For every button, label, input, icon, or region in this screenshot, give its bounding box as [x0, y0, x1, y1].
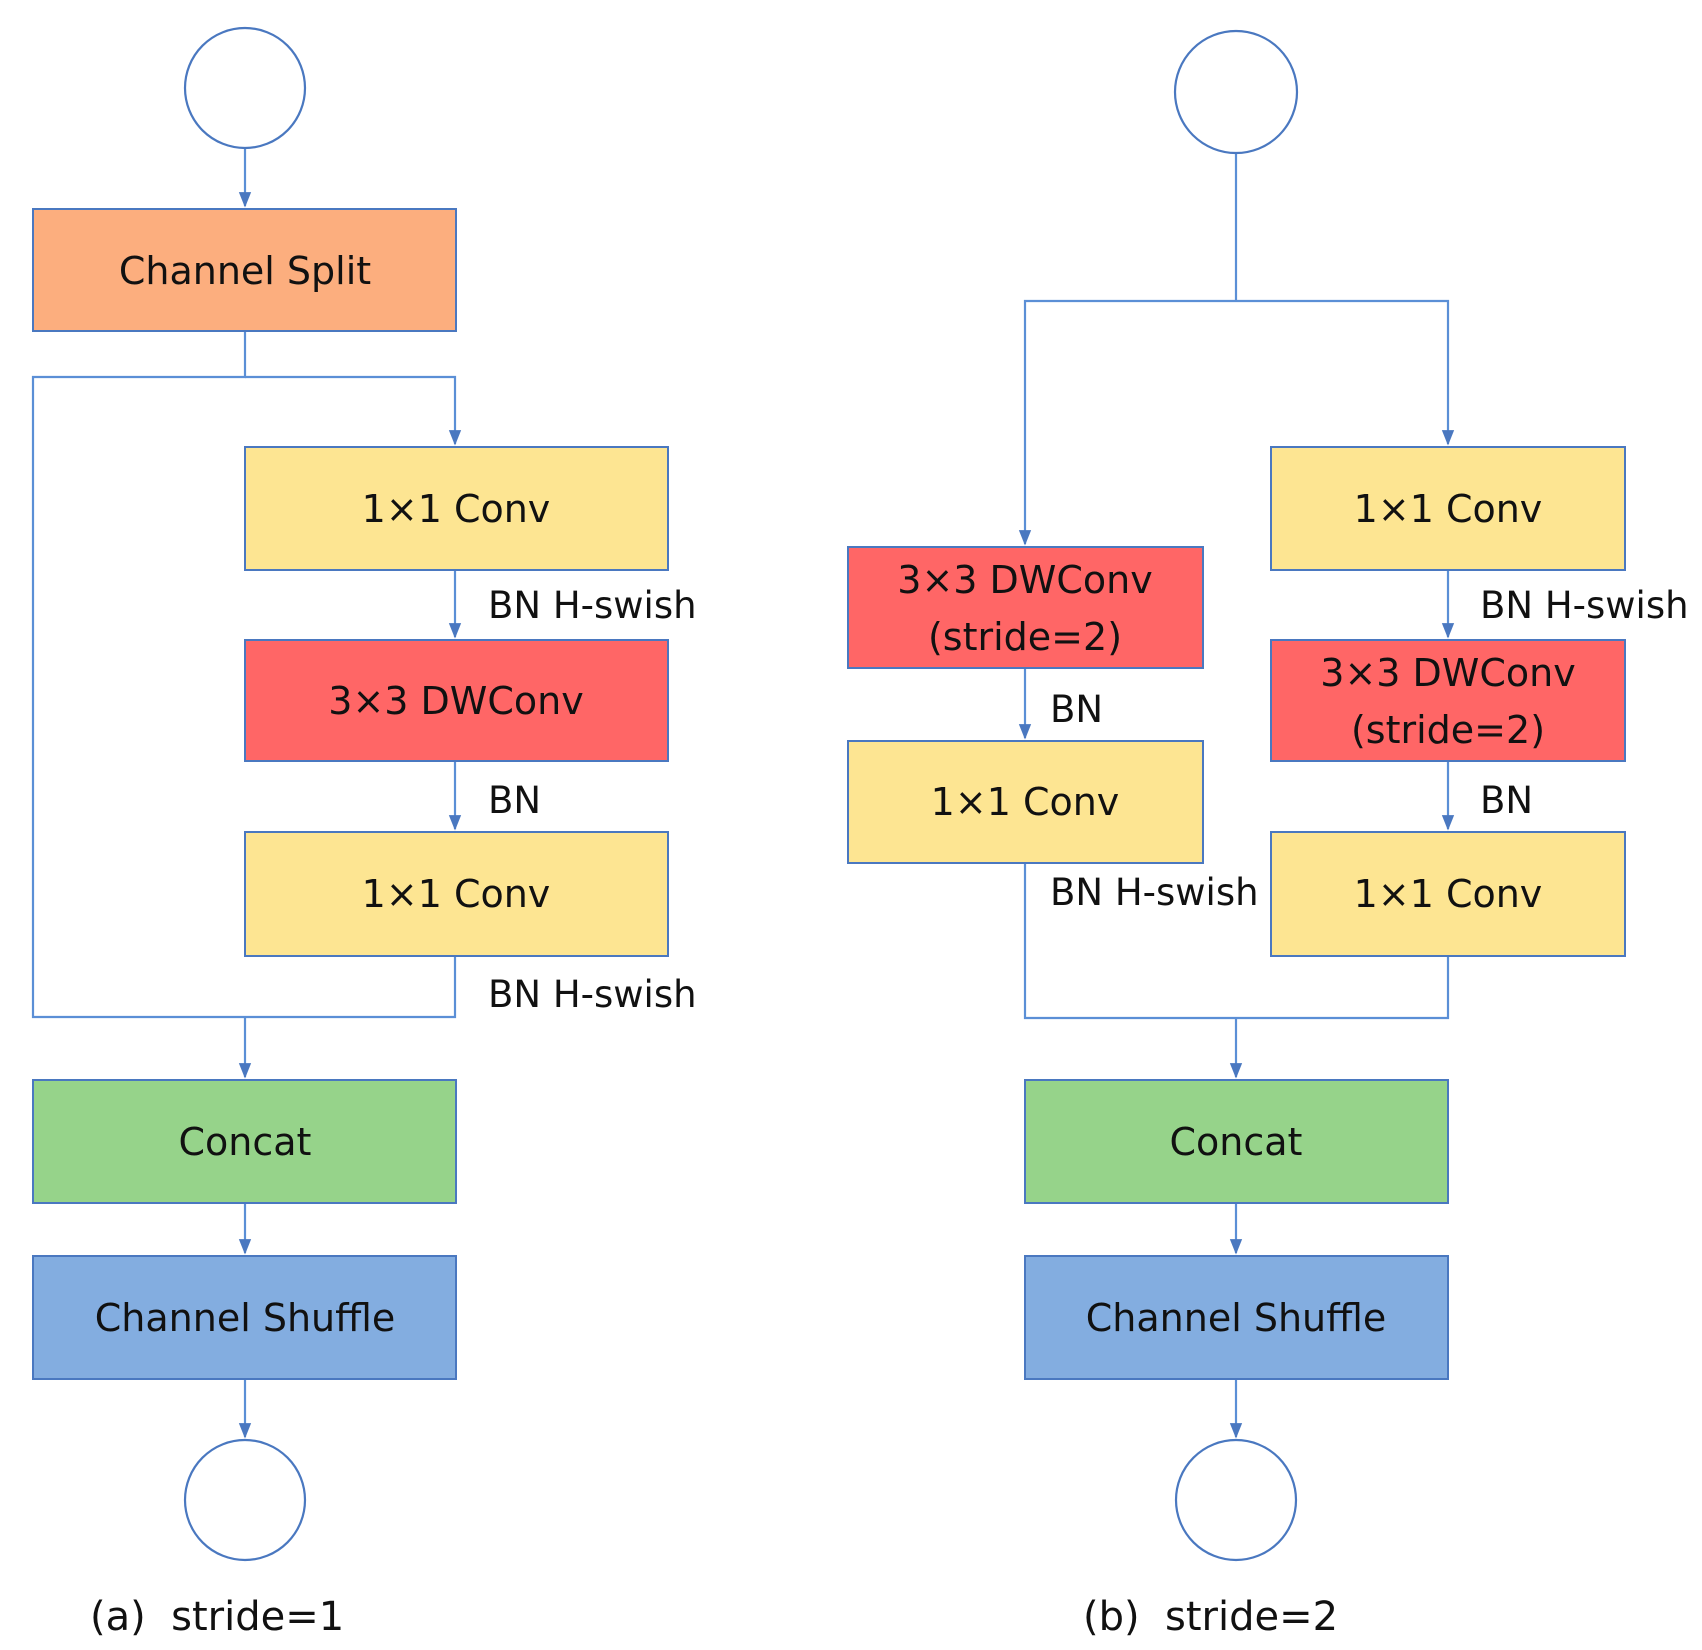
- edge-split-to-conv: [245, 375, 462, 446]
- conv1x1-box-1: [244, 446, 669, 571]
- conv1x1-label-1: 1×1 Conv: [362, 487, 551, 531]
- concat-box-b: [1024, 1079, 1449, 1204]
- edge-label-bn: BN: [488, 779, 541, 822]
- left-conv1x1-box: [847, 740, 1204, 864]
- output-node: [183, 1438, 307, 1562]
- right-dwconv-label-1: 3×3 DWConv: [1320, 651, 1575, 695]
- conv1x1-label-2: 1×1 Conv: [362, 872, 551, 916]
- panel-a: Channel Split 1×1 Conv BN H-swish 3×3 DW…: [31, 26, 697, 1640]
- caption-b: (b) stride=2: [1083, 1594, 1338, 1640]
- input-node: [183, 26, 307, 150]
- left-dwconv-label-2: (stride=2): [928, 615, 1122, 659]
- right-edge-label-bn-hswish: BN H-swish: [1480, 584, 1689, 627]
- right-conv1x1-label-2: 1×1 Conv: [1354, 872, 1543, 916]
- edge-label-bn-hswish-1: BN H-swish: [488, 584, 697, 627]
- right-conv1x1-box-2: [1270, 831, 1626, 957]
- edge-conv2-to-merge: [245, 956, 457, 1019]
- left-edge-label-bn: BN: [1050, 688, 1103, 731]
- input-node-b: [1173, 29, 1299, 155]
- right-dwconv-box: [1270, 639, 1626, 762]
- caption-a: (a) stride=1: [90, 1594, 344, 1640]
- left-conv1x1-label: 1×1 Conv: [931, 780, 1120, 824]
- edge-to-left-branch: [1018, 299, 1236, 546]
- right-conv1x1-box-1: [1270, 446, 1626, 571]
- channel-split-box: [32, 208, 457, 332]
- concat-label: Concat: [179, 1120, 312, 1164]
- dwconv-label: 3×3 DWConv: [328, 679, 583, 723]
- left-dwconv-box: [847, 546, 1204, 669]
- left-edge-label-bn-hswish: BN H-swish: [1050, 871, 1259, 914]
- concat-label-b: Concat: [1170, 1120, 1303, 1164]
- edge-right-conv-to-merge: [1236, 956, 1450, 1020]
- panel-b: 3×3 DWConv (stride=2) BN 1×1 Conv BN H-s…: [847, 29, 1689, 1640]
- edge-label-bn-hswish-2: BN H-swish: [488, 973, 697, 1016]
- left-dwconv-label-1: 3×3 DWConv: [897, 558, 1152, 602]
- right-conv1x1-label-1: 1×1 Conv: [1354, 487, 1543, 531]
- channel-shuffle-label: Channel Shuffle: [95, 1296, 396, 1340]
- output-node-b: [1174, 1438, 1298, 1562]
- dwconv-box: [244, 639, 669, 762]
- right-edge-label-bn: BN: [1480, 779, 1533, 822]
- channel-split-label: Channel Split: [119, 249, 371, 293]
- channel-shuffle-label-b: Channel Shuffle: [1086, 1296, 1387, 1340]
- channel-shuffle-box: [32, 1255, 457, 1380]
- right-dwconv-label-2: (stride=2): [1351, 708, 1545, 752]
- edge-split-shortcut: [31, 331, 247, 1019]
- conv1x1-box-2: [244, 831, 669, 957]
- edge-left-conv-to-merge: [1023, 863, 1236, 1020]
- concat-box: [32, 1079, 457, 1204]
- channel-shuffle-box-b: [1024, 1255, 1449, 1380]
- edge-to-right-branch: [1236, 299, 1455, 446]
